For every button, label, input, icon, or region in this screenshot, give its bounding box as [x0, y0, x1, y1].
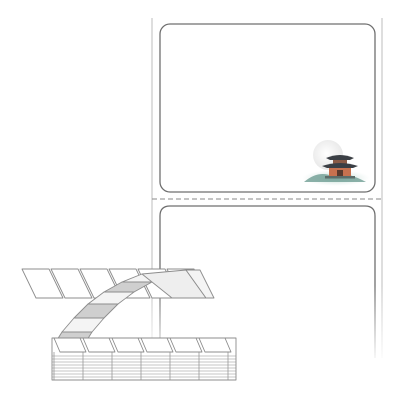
stack-pile-top-label [53, 337, 87, 353]
stack-diagonal-panel [61, 317, 105, 333]
pagoda-moon-icon [302, 140, 370, 186]
stack-pile-top-label [82, 337, 116, 353]
stack-fold-edge [185, 269, 215, 299]
pagoda-upper-body-icon [333, 160, 347, 165]
stack-pile-top-label [140, 337, 174, 353]
stack-top-label [21, 268, 64, 299]
stack-pile-top-label [198, 337, 232, 353]
stack-pile-top-label [169, 337, 203, 353]
stack-pile-top-label [111, 337, 145, 353]
pagoda-door-icon [337, 170, 343, 176]
pagoda-base-icon [325, 176, 355, 179]
fanfold-stack-icon [21, 268, 237, 381]
pagoda-roof-lower-icon [322, 163, 358, 168]
stack-diagonal-panel [73, 303, 119, 319]
pagoda-roof-upper-icon [326, 155, 354, 160]
stack-top-label [50, 268, 93, 299]
